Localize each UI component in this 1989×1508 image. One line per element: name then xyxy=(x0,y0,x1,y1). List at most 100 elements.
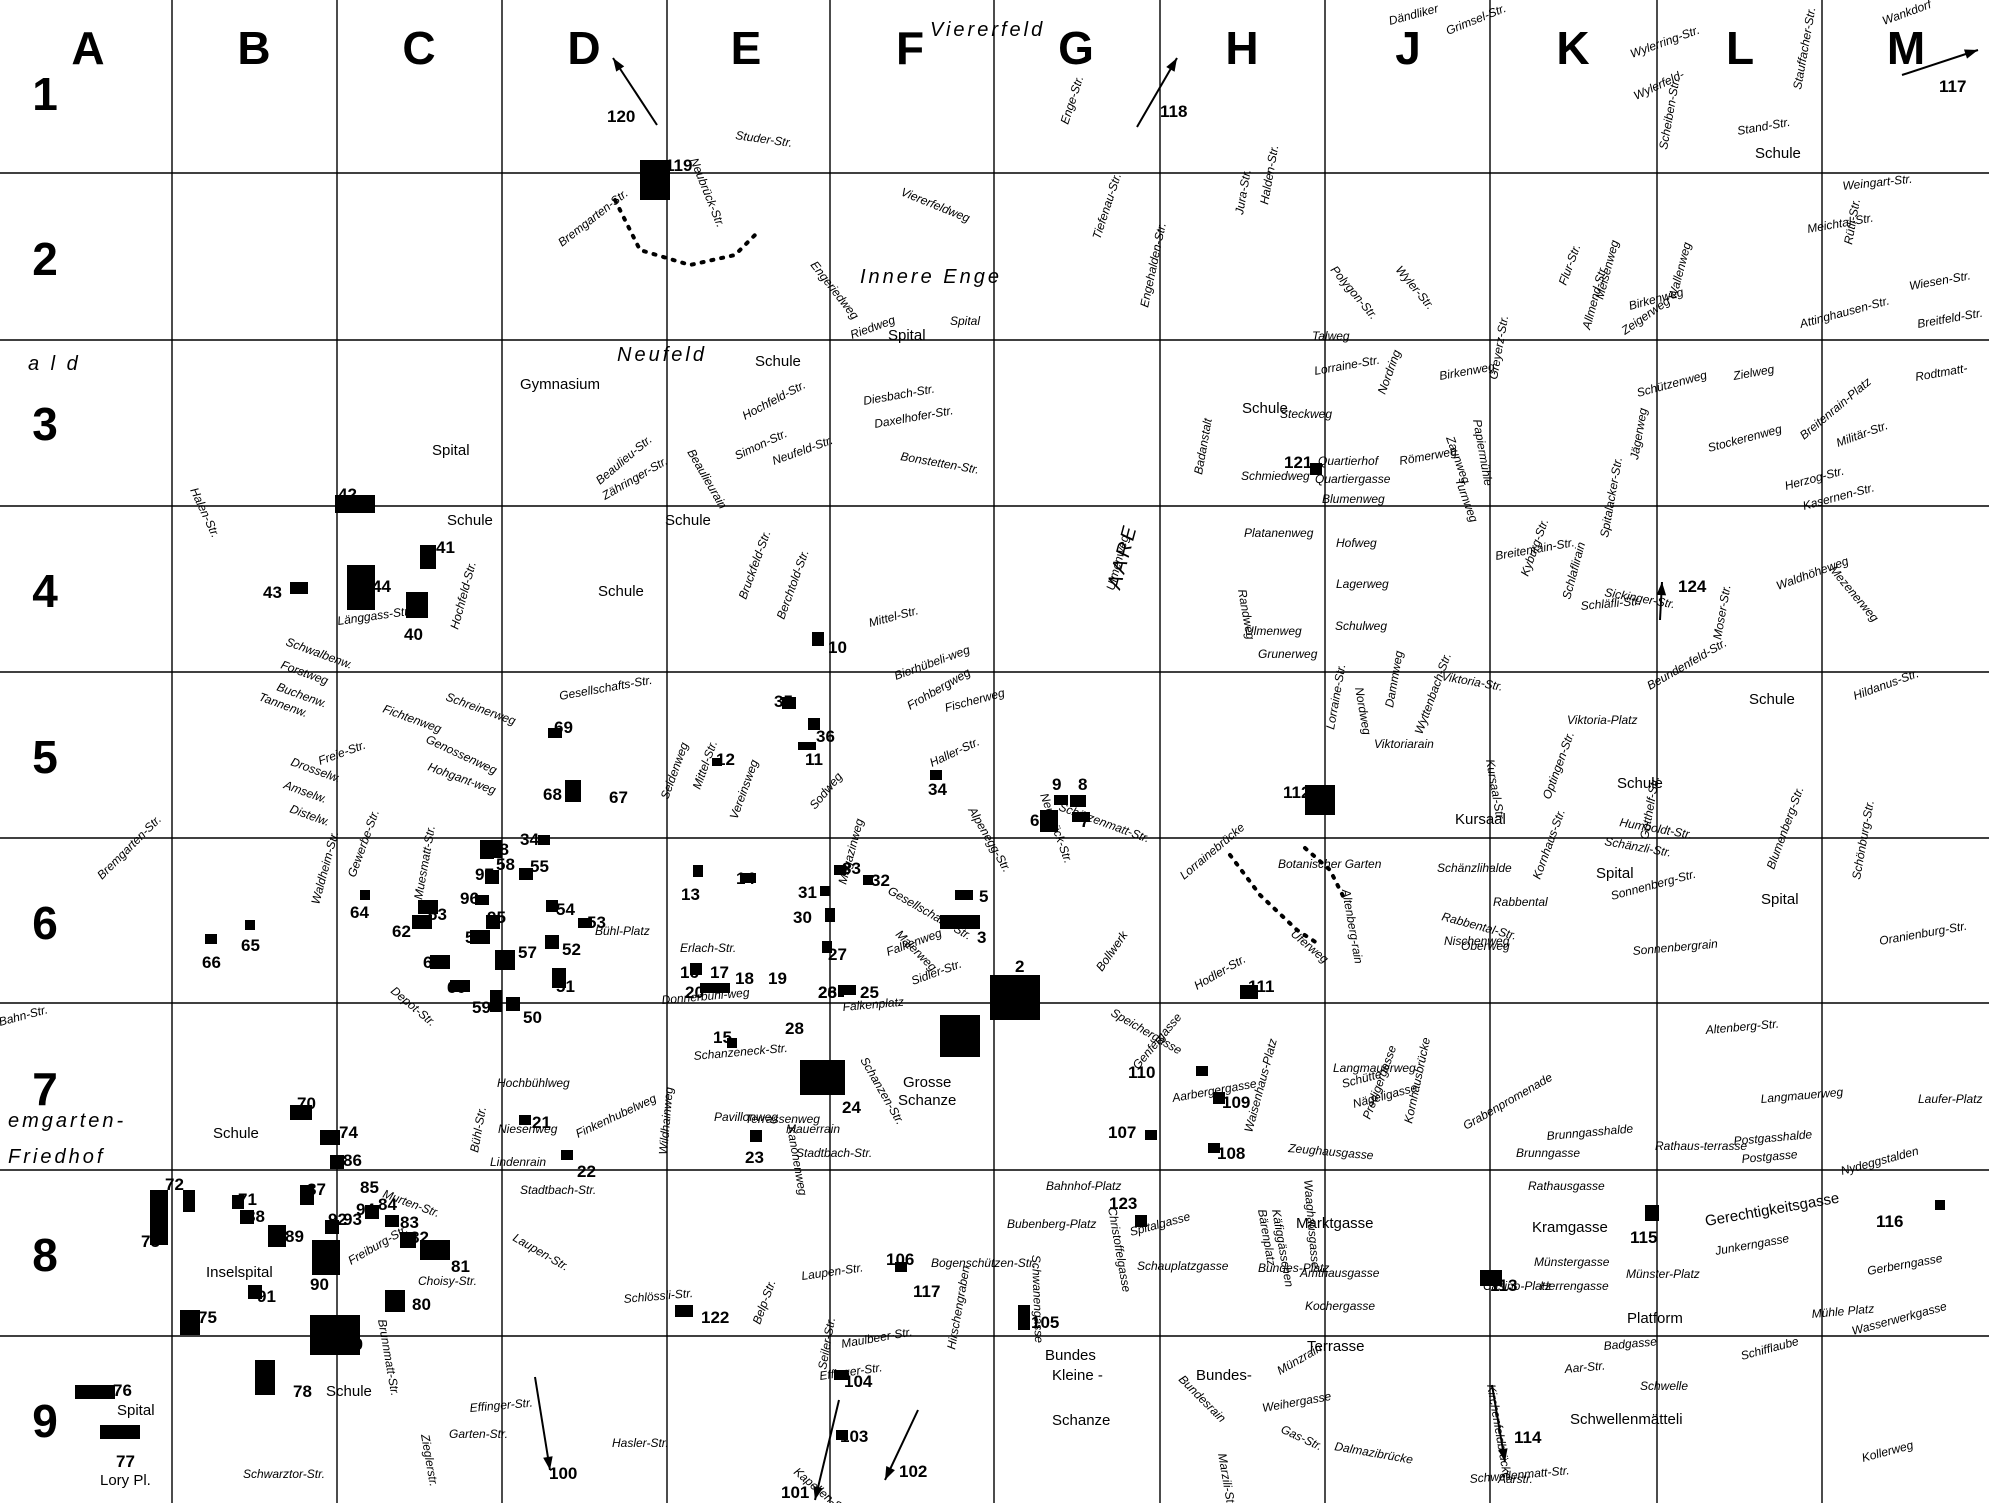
building-number-108: 108 xyxy=(1217,1144,1245,1163)
building-number-36: 36 xyxy=(816,727,835,746)
building-number-22: 22 xyxy=(577,1162,596,1181)
building-footprint-98 xyxy=(480,845,494,859)
street-label-s184: Nordweg xyxy=(1352,686,1374,736)
building-footprint-10 xyxy=(812,632,824,646)
street-label-s4: Viererfeldweg xyxy=(899,185,972,226)
place-label-schule-b7: Schule xyxy=(213,1125,259,1142)
street-label-s222: Herzog-Str. xyxy=(1783,464,1845,493)
place-label-spital-l6: Spital xyxy=(1761,891,1799,908)
building-number-72: 72 xyxy=(165,1175,184,1194)
district-label-viererfeld: Viererfeld xyxy=(930,19,1045,41)
building-footprint-84 xyxy=(365,1205,379,1219)
street-label-s88: Altenberg-rain xyxy=(1339,887,1366,965)
street-label-s214: Oranienburg-Str. xyxy=(1878,919,1968,948)
street-label-s15: Grimsel-Str. xyxy=(1444,1,1508,38)
building-number-66: 66 xyxy=(202,953,221,972)
building-number-43: 43 xyxy=(263,583,282,602)
building-footprint-24 xyxy=(800,1060,845,1095)
place-label-schule-c4: Schule xyxy=(447,512,493,529)
street-label-s212: Blumenberg-Str. xyxy=(1764,785,1807,871)
street-label-s75: Freie-Str. xyxy=(316,738,367,768)
building-footprint-15 xyxy=(727,1038,737,1048)
street-label-s202: Schänzlihalde xyxy=(1437,861,1512,875)
column-label-e: E xyxy=(731,22,762,74)
building-number-52: 52 xyxy=(562,940,581,959)
building-footprint-5 xyxy=(955,890,973,900)
building-footprint-76 xyxy=(75,1385,115,1399)
street-label-s8: Enge-Str. xyxy=(1058,74,1087,126)
street-label-s200: Optingen-Str. xyxy=(1540,730,1577,801)
place-label-gerechtigkeitsgasse: Gerechtigkeitsgasse xyxy=(1704,1190,1841,1230)
building-footprint-32 xyxy=(863,875,873,885)
row-label-4: 4 xyxy=(32,565,58,617)
building-number-114: 114 xyxy=(1514,1428,1542,1447)
street-label-s98: Brunngasshalde xyxy=(1546,1121,1634,1143)
street-label-s190: Turnweg xyxy=(1452,476,1481,524)
street-label-s79: Schanzeneck-Str. xyxy=(693,1041,788,1063)
place-label-schule-l5: Schule xyxy=(1749,691,1795,708)
building-number-64: 64 xyxy=(350,903,369,922)
street-label-s70: Gewerbe-Str. xyxy=(345,808,382,879)
building-number-95: 95 xyxy=(487,908,506,927)
building-number-115: 115 xyxy=(1630,1228,1657,1247)
building-number-54: 54 xyxy=(556,900,575,919)
street-label-s26: Rodtmatt- xyxy=(1914,361,1968,384)
building-footprint-12 xyxy=(712,758,722,766)
place-label-kleine-schanze-2: Schanze xyxy=(1052,1412,1110,1429)
street-label-s176: Schmiedweg xyxy=(1241,469,1310,483)
building-footprint-26 xyxy=(838,985,844,997)
building-number-96: 96 xyxy=(460,889,479,908)
place-label-schule-k5: Schule xyxy=(1617,775,1663,792)
street-label-s131: Belp-Str. xyxy=(750,1278,779,1326)
building-footprint-36 xyxy=(808,718,820,730)
building-number-62: 62 xyxy=(392,922,411,941)
building-footprint-89 xyxy=(268,1225,286,1247)
street-label-s161: Zieglerstr. xyxy=(418,1432,441,1488)
building-number-102: 102 xyxy=(899,1462,927,1481)
street-label-s51: Bruckfeld-Str. xyxy=(736,528,774,601)
place-label-grosse-schanze: Grosse xyxy=(903,1074,951,1091)
building-footprint-53 xyxy=(578,918,592,928)
street-label-s20: Stand-Str. xyxy=(1736,115,1791,138)
building-number-75: 75 xyxy=(198,1308,217,1327)
building-number-50: 50 xyxy=(523,1008,542,1027)
street-label-s1: Studer-Str. xyxy=(735,128,794,150)
street-label-s239: Attinghausen-Str. xyxy=(1797,293,1891,331)
place-label-schule-c9: Schule xyxy=(326,1383,372,1400)
building-footprint-7 xyxy=(1072,812,1090,822)
building-footprint-88 xyxy=(240,1210,254,1224)
street-label-s118: Kochergasse xyxy=(1305,1299,1375,1313)
building-footprint-82 xyxy=(400,1232,416,1248)
building-footprint-50 xyxy=(506,997,520,1011)
building-number-10: 10 xyxy=(828,638,847,657)
building-footprint-9 xyxy=(1054,795,1068,805)
building-number-124: 124 xyxy=(1678,577,1707,596)
building-number-106: 106 xyxy=(886,1250,914,1269)
street-label-s111: Aar-Str. xyxy=(1563,1358,1606,1376)
street-label-s158: Bühl-Platz xyxy=(595,924,650,938)
column-label-d: D xyxy=(567,22,600,74)
street-label-s146: Lindenrain xyxy=(490,1155,546,1169)
building-footprint-34b xyxy=(538,835,550,845)
building-number-28: 28 xyxy=(785,1019,804,1038)
building-number-80: 80 xyxy=(412,1295,431,1314)
street-label-s43: Fichtenweg xyxy=(381,702,444,736)
street-label-s87: Botanischer Garten xyxy=(1278,857,1382,871)
street-label-s247: Rabbental xyxy=(1493,895,1548,909)
street-label-s90: Langmauerweg xyxy=(1333,1061,1416,1075)
street-label-s57: Haller-Str. xyxy=(927,734,981,769)
building-number-68: 68 xyxy=(543,785,562,804)
street-label-s179: Ulmenweg xyxy=(1245,624,1302,638)
street-label-s138: Hasler-Str. xyxy=(612,1436,669,1450)
building-number-67: 67 xyxy=(609,788,628,807)
street-label-s175: Blumenweg xyxy=(1322,492,1385,506)
building-number-111: 111 xyxy=(1248,977,1275,996)
building-number-2: 2 xyxy=(1015,957,1024,976)
building-footprint-105 xyxy=(1018,1305,1030,1330)
building-footprint-65 xyxy=(245,920,255,930)
street-label-s171: Kollerweg xyxy=(1860,1438,1915,1465)
street-label-s238: Stauffacher-Str. xyxy=(1790,6,1818,91)
building-footprint-79 xyxy=(310,1315,360,1355)
building-footprint-72 xyxy=(183,1190,195,1212)
building-number-85: 85 xyxy=(360,1178,379,1197)
